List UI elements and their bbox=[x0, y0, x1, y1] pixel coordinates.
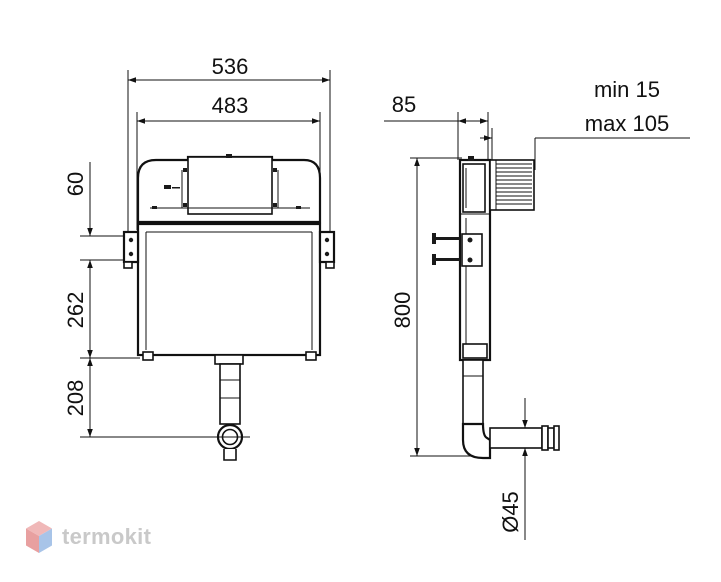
bracket-right-tab bbox=[325, 261, 335, 269]
label-mark-line bbox=[172, 187, 180, 189]
frame-clip-bl bbox=[183, 203, 187, 207]
bracket-left-hole-2 bbox=[128, 251, 134, 257]
foot-right bbox=[305, 351, 317, 361]
foot-left bbox=[142, 351, 154, 361]
side-bracket-hole-2 bbox=[467, 257, 473, 263]
frame-clip-tl bbox=[183, 168, 187, 172]
termokit-watermark: termokit bbox=[24, 520, 151, 554]
bracket-right bbox=[318, 230, 336, 264]
side-spigot bbox=[489, 427, 543, 449]
cistern-tank bbox=[136, 222, 322, 357]
outlet-elbow-foot bbox=[223, 449, 237, 461]
bracket-right-hole-1 bbox=[324, 237, 330, 243]
top-button-nub bbox=[226, 154, 232, 158]
side-base bbox=[462, 343, 488, 359]
dim-text-800: 800 bbox=[390, 292, 415, 329]
bracket-right-hole-2 bbox=[324, 251, 330, 257]
termokit-logo-icon bbox=[26, 521, 52, 553]
label-mark bbox=[164, 185, 171, 189]
wall-bolt-lower bbox=[436, 258, 460, 261]
dim-text-60: 60 bbox=[63, 172, 88, 196]
side-outlet-pipe bbox=[462, 359, 484, 425]
dim-text-diameter: Ø45 bbox=[498, 491, 523, 533]
side-view bbox=[384, 112, 690, 540]
cover-rib-1 bbox=[152, 206, 157, 209]
outlet-pipe bbox=[219, 363, 241, 425]
dim-text-85: 85 bbox=[392, 92, 416, 117]
front-view bbox=[80, 70, 336, 461]
outlet-neck bbox=[214, 354, 244, 365]
actuator-ribs bbox=[496, 163, 532, 205]
termokit-brand-text: termokit bbox=[62, 524, 152, 549]
side-top-nub bbox=[468, 156, 474, 161]
dim-text-max: max 105 bbox=[585, 111, 669, 136]
spigot-ring-1 bbox=[541, 425, 549, 451]
dim-text-min: min 15 bbox=[594, 77, 660, 102]
wall-bolt-lower-head bbox=[432, 254, 436, 265]
spigot-ring-2 bbox=[547, 427, 555, 449]
dim-text-262: 262 bbox=[63, 292, 88, 329]
spigot-ring-3 bbox=[553, 425, 560, 451]
side-upper-panel bbox=[462, 163, 486, 213]
bracket-left bbox=[122, 230, 140, 264]
wall-bolt-upper-head bbox=[432, 233, 436, 244]
frame-clip-tr bbox=[273, 168, 277, 172]
dim-text-483: 483 bbox=[212, 93, 249, 118]
dim-text-536: 536 bbox=[212, 54, 249, 79]
dim-text-208: 208 bbox=[63, 380, 88, 417]
side-bracket-hole-1 bbox=[467, 237, 473, 243]
bracket-left-hole-1 bbox=[128, 237, 134, 243]
wall-bolt-upper bbox=[436, 237, 460, 240]
side-bracket bbox=[461, 233, 483, 267]
side-elbow bbox=[461, 422, 492, 460]
frame-clip-br bbox=[273, 203, 277, 207]
bracket-left-tab bbox=[123, 261, 133, 269]
cover-rib-2 bbox=[296, 206, 301, 209]
flush-plate-frame bbox=[187, 156, 273, 215]
